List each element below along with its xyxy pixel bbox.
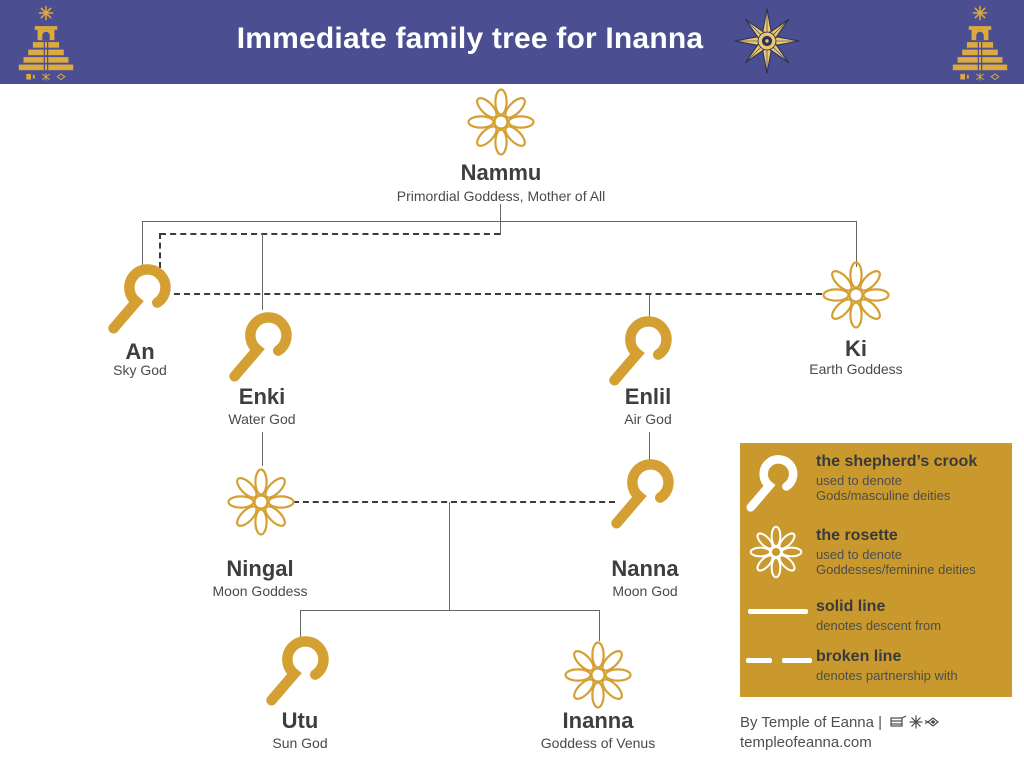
legend-item-title: the rosette [816,527,898,544]
ziggurat-icon [952,5,1008,81]
descent-line-enlil-nanna [649,432,650,462]
person-subtitle: Air God [624,411,672,427]
ziggurat-icon [18,5,74,81]
partnership-line-ningal-nanna [293,501,615,503]
person-name: An [125,339,155,364]
crook-icon [266,636,329,706]
legend-item-desc: Gods/masculine deities [816,488,951,503]
crook-icon [611,459,674,529]
legend-item-desc: denotes descent from [816,618,942,633]
rosette-icon [749,525,803,579]
cuneiform-eanna-glyphs-icon [890,715,940,729]
descent-line-nammu-children [142,221,857,222]
legend-item-title: the shepherd’s crook [816,453,978,470]
rosette-icon [227,468,295,536]
header-banner: Immediate family tree for Inanna [0,0,1024,84]
person-subtitle: Earth Goddess [809,361,903,377]
descent-line-enlil [649,294,650,318]
rosette-icon [822,261,890,329]
person-name: Ningal [226,556,294,581]
descent-line-inanna [599,610,600,641]
crook-icon [229,312,292,382]
person-name: Nanna [611,556,679,581]
partnership-line-an-ki [174,293,822,295]
person-subtitle: Water God [228,411,296,427]
rosette-icon [467,88,535,156]
partnership-line-nammu-an-drop [159,233,161,268]
person-name: Ki [845,336,867,361]
descent-line-ningal-nanna-children [449,502,450,610]
legend-item-desc: used to denote [816,473,903,488]
broken-line-sample [746,658,772,663]
descent-line-enki [262,234,263,310]
star-of-ishtar-icon [734,8,800,74]
descent-line-enki-ningal [262,432,263,466]
partnership-line-nammu-an [160,233,500,235]
person-subtitle: Primordial Goddess, Mother of All [396,188,606,204]
legend-item-title: solid line [816,598,886,615]
person-subtitle: Moon God [612,583,678,599]
person-subtitle: Moon Goddess [212,583,308,599]
person-name: Enlil [624,384,672,409]
footer-byline: By Temple of Eanna | [740,714,946,731]
crook-icon [108,264,171,334]
descent-line-nammu [500,204,501,235]
page-title: Immediate family tree for Inanna [236,22,704,55]
footer-website: templeofeanna.com [740,734,872,751]
descent-line-ki [856,221,857,267]
person-name: Inanna [562,708,634,733]
rosette-icon [564,641,632,709]
person-name: Utu [281,708,319,733]
descent-line-an [142,221,143,270]
person-subtitle: Goddess of Venus [540,735,656,751]
footer-byline-text: By Temple of Eanna | [740,714,883,731]
descent-line-utu [300,610,301,637]
legend-item-title: broken line [816,648,902,665]
solid-line-sample [748,609,808,614]
legend-item-desc: denotes partnership with [816,668,958,683]
crook-icon [609,316,672,386]
descent-line-bottom [300,610,600,611]
crook-icon [746,455,798,512]
legend-item-desc: used to denote [816,547,903,562]
broken-line-sample [782,658,812,663]
person-subtitle: Sun God [272,735,328,751]
person-name: Enki [238,384,286,409]
person-name: Nammu [460,160,542,185]
person-subtitle: Sky God [113,362,167,378]
legend-item-desc: Goddesses/feminine deities [816,562,976,577]
